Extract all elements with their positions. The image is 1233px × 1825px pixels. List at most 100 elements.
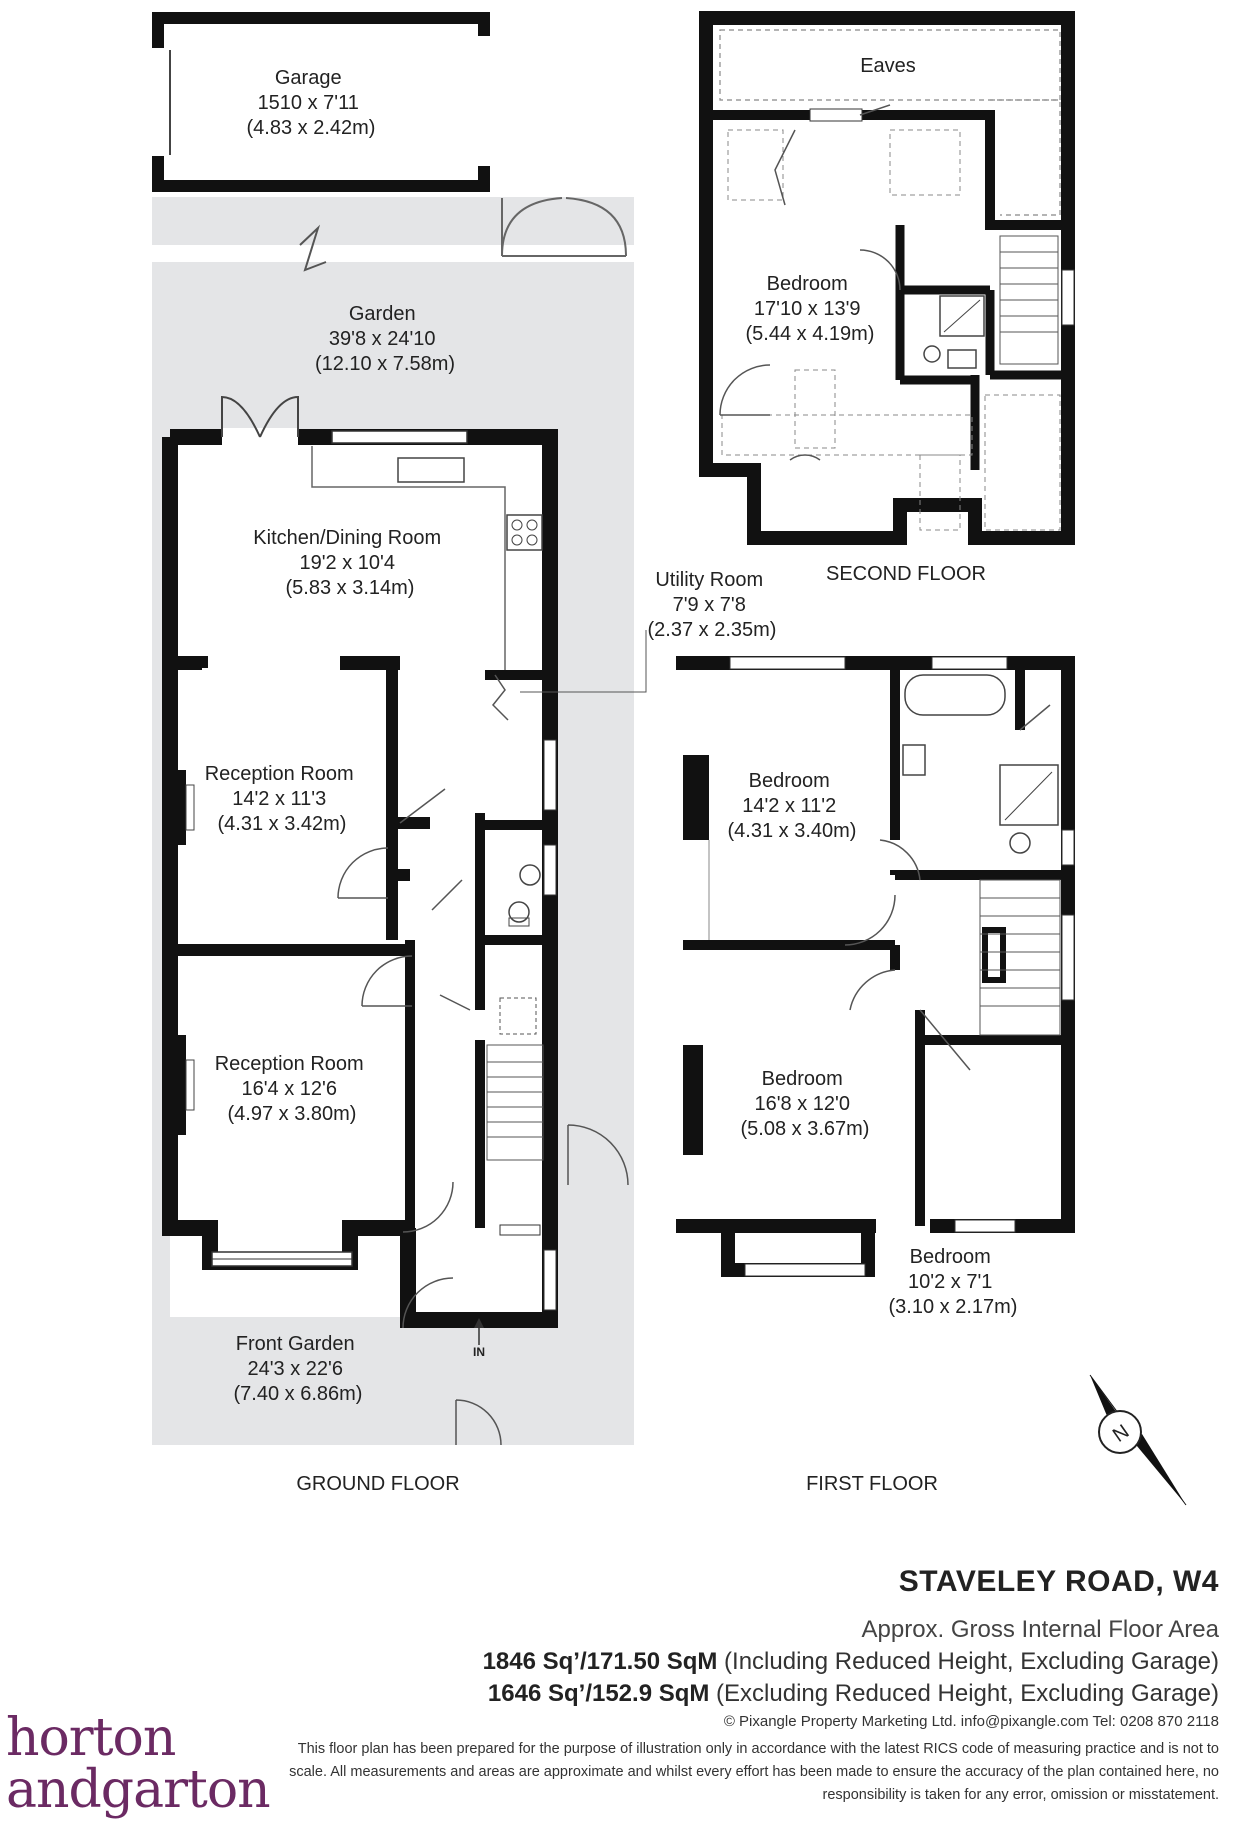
first-floor: Bedroom 14'2 x 11'2 (4.31 x 3.40m) Bedro… — [676, 656, 1075, 1495]
first-bedroom-front-label: Bedroom 16'8 x 12'0 (5.08 x 3.67m) — [741, 1068, 870, 1140]
second-floor: Eaves Bedroom 17'10 x 13'9 (5.44 x 4.19m… — [699, 11, 1075, 585]
break-mark — [299, 224, 327, 272]
front-gate — [455, 1399, 502, 1446]
area-excluding-value: 1646 Sq’/152.9 SqM — [487, 1680, 710, 1707]
garden-name: Garden — [349, 303, 416, 325]
door-swing — [337, 847, 389, 899]
door-swing — [439, 994, 471, 1011]
second-outer-walls — [699, 11, 1075, 545]
first-bedroom-rear-label: Bedroom 14'2 x 11'2 (4.31 x 3.40m) — [728, 770, 857, 842]
door-swing — [399, 788, 446, 824]
hob — [506, 514, 543, 551]
chimney-breast — [683, 1045, 703, 1155]
eaves-label: Eaves — [860, 55, 916, 77]
first-outer-walls — [676, 656, 1075, 1277]
front-garden-name: Front Garden — [236, 1333, 355, 1355]
first-bedroom-rear-metric: (4.31 x 3.40m) — [728, 820, 857, 842]
garage-side-gap — [478, 36, 490, 166]
second-bedroom-name: Bedroom — [767, 273, 848, 295]
utility-imperial: 7'9 x 7'8 — [673, 594, 746, 616]
kitchen-metric: (5.83 x 3.14m) — [286, 577, 415, 599]
area-excluding-note: (Excluding Reduced Height, Excluding Gar… — [716, 1680, 1219, 1707]
entrance-label: IN — [473, 1345, 485, 1359]
logo-line-1: horton — [6, 1708, 176, 1768]
area-including-note: (Including Reduced Height, Excluding Gar… — [724, 1648, 1219, 1675]
wc — [508, 901, 530, 923]
stairs — [486, 997, 544, 1161]
hall-walls — [405, 670, 545, 1228]
second-internal-walls — [895, 225, 1068, 470]
front-garden-metric: (7.40 x 6.86m) — [234, 1383, 363, 1405]
stairs — [979, 879, 1061, 1036]
front-garden-imperial: 24'3 x 22'6 — [247, 1358, 343, 1380]
rear-garden-area — [152, 197, 634, 245]
shower — [999, 764, 1059, 826]
garden-metric: (12.10 x 7.58m) — [315, 353, 455, 375]
fireplace — [170, 1035, 186, 1135]
eaves-area — [719, 29, 1061, 101]
basin — [947, 349, 977, 369]
garage-name: Garage — [275, 67, 342, 89]
reception-rear-metric: (4.31 x 3.42m) — [218, 813, 347, 835]
basin — [902, 744, 926, 776]
area-including-value: 1846 Sq’/171.50 SqM — [482, 1648, 718, 1675]
second-bedroom-imperial: 17'10 x 13'9 — [754, 298, 861, 320]
second-bedroom-metric: (5.44 x 4.19m) — [746, 323, 875, 345]
utility-label: Utility Room 7'9 x 7'8 (2.37 x 2.35m) — [648, 569, 777, 641]
door-swing — [402, 1277, 454, 1329]
sink — [397, 457, 465, 483]
kitchen-counter — [311, 446, 506, 670]
basin — [519, 864, 541, 886]
copyright-text: © Pixangle Property Marketing Ltd. info@… — [723, 1713, 1219, 1730]
floor-plan: Garage 1510 x 7'11 (4.83 x 2.42m) Garden… — [152, 11, 1187, 1506]
second-floor-title: SECOND FLOOR — [826, 563, 986, 585]
garage-label: Garage 1510 x 7'11 (4.83 x 2.42m) — [247, 67, 376, 139]
fireplace — [170, 770, 186, 845]
area-excluding: 1646 Sq’/152.9 SqM (Excluding Reduced He… — [488, 1680, 1219, 1708]
kitchen-name: Kitchen/Dining Room — [253, 527, 441, 549]
garden-label: Garden 39'8 x 24'10 (12.10 x 7.58m) — [315, 303, 455, 375]
first-bedroom-small-label: Bedroom 10'2 x 7'1 (3.10 x 2.17m) — [889, 1246, 1018, 1318]
utility-leader — [520, 630, 647, 693]
disclaimer-text: This floor plan has been prepared for th… — [289, 1741, 1219, 1803]
compass-icon: N — [1089, 1374, 1187, 1506]
property-address: STAVELEY ROAD, W4 — [898, 1565, 1219, 1598]
first-bedroom-small-metric: (3.10 x 2.17m) — [889, 1296, 1018, 1318]
first-bedroom-small-imperial: 10'2 x 7'1 — [908, 1271, 992, 1293]
shower — [939, 295, 985, 337]
chimney-breast — [683, 755, 709, 840]
house-interior — [170, 437, 550, 1317]
kitchen-imperial: 19'2 x 10'4 — [299, 552, 395, 574]
front-garden-label: Front Garden 24'3 x 22'6 (7.40 x 6.86m) — [234, 1333, 363, 1405]
reception-front-imperial: 16'4 x 12'6 — [241, 1078, 337, 1100]
reception-rear-label: Reception Room 14'2 x 11'3 (4.31 x 3.42m… — [205, 763, 360, 835]
agency-logo: horton andgarton — [6, 1708, 271, 1820]
gia-label: Approx. Gross Internal Floor Area — [861, 1616, 1220, 1643]
reception-front-label: Reception Room 16'4 x 12'6 (4.97 x 3.80m… — [215, 1053, 370, 1125]
first-bedroom-front-name: Bedroom — [762, 1068, 843, 1090]
wc — [1009, 832, 1031, 854]
utility-doors — [491, 674, 509, 721]
garage-door-gap — [152, 48, 164, 156]
logo-line-2: andgarton — [6, 1760, 271, 1820]
bath — [904, 674, 1006, 716]
reception-front-metric: (4.97 x 3.80m) — [228, 1103, 357, 1125]
first-floor-title: FIRST FLOOR — [806, 1473, 938, 1495]
stairs — [999, 235, 1059, 365]
kitchen-window — [331, 430, 468, 444]
kitchen-label: Kitchen/Dining Room 19'2 x 10'4 (5.83 x … — [253, 527, 446, 599]
porch-interior — [408, 1228, 551, 1320]
garage-imperial: 1510 x 7'11 — [258, 92, 359, 114]
first-bedroom-rear-name: Bedroom — [749, 770, 830, 792]
first-bedroom-small-name: Bedroom — [910, 1246, 991, 1268]
side-gate — [567, 1124, 629, 1186]
utility-metric: (2.37 x 2.35m) — [648, 619, 777, 641]
first-bedroom-rear-imperial: 14'2 x 11'2 — [742, 795, 836, 817]
reception-rear-name: Reception Room — [205, 763, 354, 785]
garage-metric: (4.83 x 2.42m) — [247, 117, 376, 139]
door-swing — [431, 879, 463, 911]
french-doors — [221, 395, 299, 438]
door-swing — [361, 955, 413, 1007]
garden-imperial: 39'8 x 24'10 — [329, 328, 436, 350]
area-including: 1846 Sq’/171.50 SqM (Including Reduced H… — [483, 1648, 1219, 1676]
